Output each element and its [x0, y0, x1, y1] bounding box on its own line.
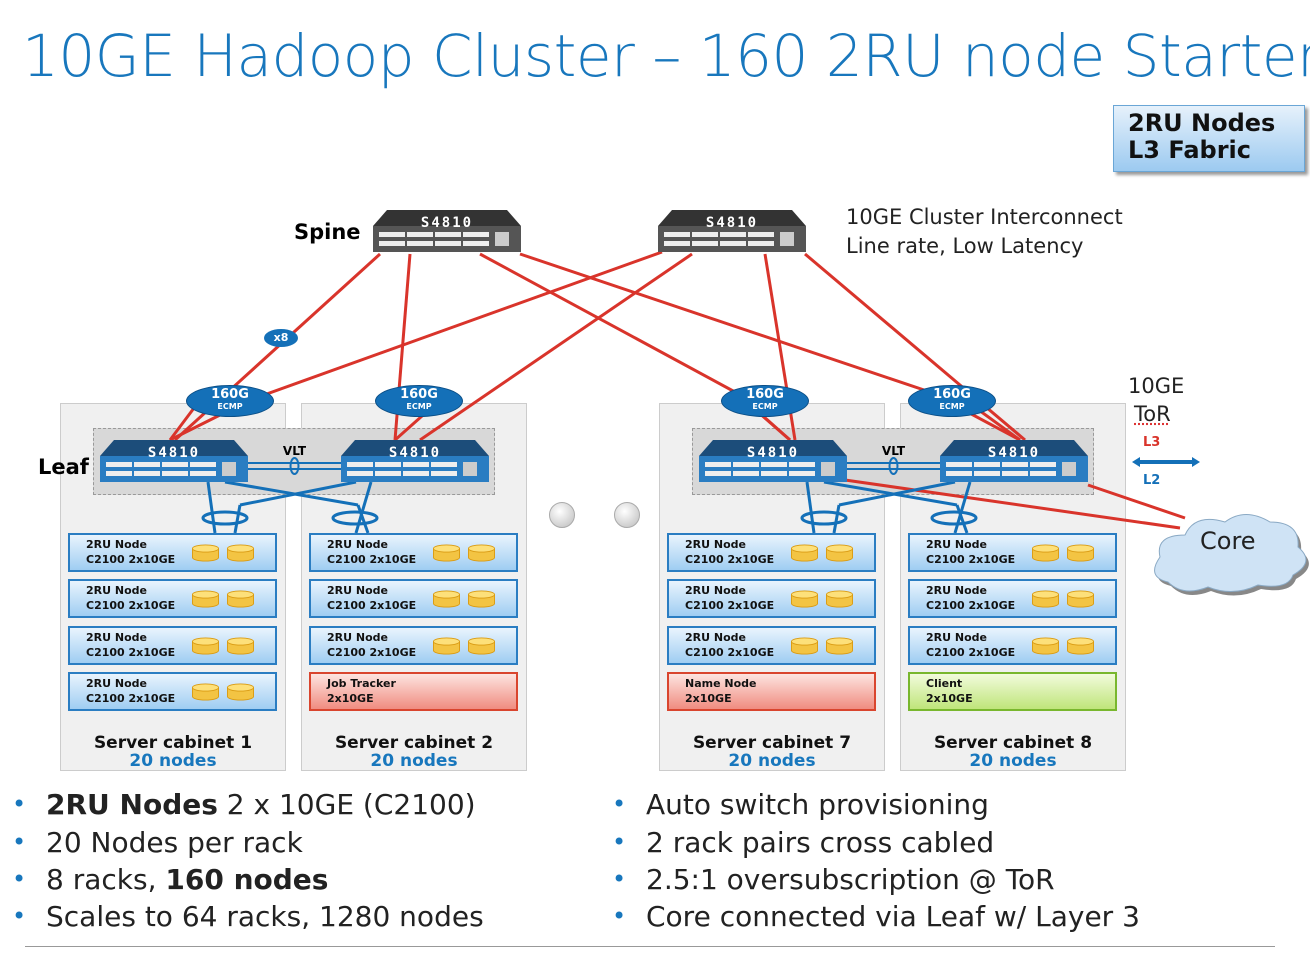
tor-line2: ToR [1134, 402, 1171, 426]
ecmp-label: ECMP [722, 402, 808, 411]
leaf-switch[interactable]: S4810 [940, 440, 1088, 482]
bullet-dot: • [12, 790, 26, 818]
bullet-item: •20 Nodes per rack [46, 826, 303, 859]
switch-model: S4810 [373, 215, 521, 231]
ecmp-bandwidth: 160G [909, 386, 995, 402]
ecmp-bandwidth: 160G [722, 386, 808, 402]
downlink-cable [208, 482, 215, 533]
vlt-ring [291, 458, 299, 474]
leaf-switch[interactable]: S4810 [699, 440, 847, 482]
l2-label: L2 [1143, 473, 1160, 488]
l3-label: L3 [1143, 435, 1160, 450]
uplink-cable [845, 480, 1180, 528]
ecmp-bandwidth: 160G [187, 386, 273, 402]
switch-model: S4810 [940, 445, 1088, 461]
ecmp-label: ECMP [909, 402, 995, 411]
switch-model: S4810 [100, 445, 248, 461]
spine-switch[interactable]: S4810 [658, 210, 806, 252]
bullet-item: •8 racks, 160 nodes [46, 863, 328, 896]
bullet-item: •Scales to 64 racks, 1280 nodes [46, 900, 484, 933]
bullet-bold: 2RU Nodes [46, 788, 218, 821]
bullet-item: •2 rack pairs cross cabled [646, 826, 994, 859]
uplink-cable [1088, 485, 1185, 518]
switch-model: S4810 [658, 215, 806, 231]
link-multiplier-badge: x8 [264, 329, 298, 347]
bullet-text: 20 Nodes per rack [46, 826, 303, 859]
lag-ring [203, 512, 247, 524]
bullet-item: •2RU Nodes 2 x 10GE (C2100) [46, 788, 476, 821]
vlt-label: VLT [882, 444, 906, 458]
bullet-text: 2.5:1 oversubscription @ ToR [646, 863, 1055, 896]
switch-model: S4810 [341, 445, 489, 461]
ecmp-badge: 160GECMP [908, 385, 996, 417]
bullet-dot: • [612, 828, 626, 856]
interconnect-note-2: Line rate, Low Latency [846, 234, 1083, 258]
footer-divider [25, 946, 1275, 947]
spine-label: Spine [294, 220, 361, 244]
downlink-cable [807, 482, 814, 533]
bullet-dot: • [612, 865, 626, 893]
downlink-cable [834, 505, 839, 533]
downlink-cable [235, 505, 240, 533]
ellipsis-dot [614, 502, 640, 528]
uplink-cable [250, 252, 662, 400]
interconnect-note-1: 10GE Cluster Interconnect [846, 205, 1123, 229]
lag-ring [932, 512, 976, 524]
ecmp-bandwidth: 160G [376, 386, 462, 402]
tor-line1: 10GE [1128, 374, 1184, 398]
lag-ring [802, 512, 846, 524]
leaf-switch[interactable]: S4810 [341, 440, 489, 482]
leaf-label: Leaf [38, 455, 89, 479]
bullet-item: •2.5:1 oversubscription @ ToR [646, 863, 1055, 896]
core-label: Core [1200, 527, 1256, 555]
bullet-text: Core connected via Leaf w/ Layer 3 [646, 900, 1140, 933]
bullet-item: •Auto switch provisioning [646, 788, 989, 821]
bullet-dot: • [12, 902, 26, 930]
spine-switch[interactable]: S4810 [373, 210, 521, 252]
lag-ring [333, 512, 377, 524]
bullet-text: 2 rack pairs cross cabled [646, 826, 994, 859]
leaf-switch[interactable]: S4810 [100, 440, 248, 482]
ecmp-label: ECMP [187, 402, 273, 411]
vlt-ring [890, 458, 898, 474]
ecmp-badge: 160GECMP [375, 385, 463, 417]
bullet-item: •Core connected via Leaf w/ Layer 3 [646, 900, 1140, 933]
bullet-dot: • [12, 865, 26, 893]
bullet-dot: • [612, 790, 626, 818]
bullet-dot: • [612, 902, 626, 930]
ecmp-badge: 160GECMP [721, 385, 809, 417]
ecmp-badge: 160GECMP [186, 385, 274, 417]
uplink-cable [520, 254, 930, 392]
bullet-bold: 160 nodes [165, 863, 328, 896]
vlt-label: VLT [283, 444, 307, 458]
ellipsis-dot [549, 502, 575, 528]
bullet-text: Scales to 64 racks, 1280 nodes [46, 900, 484, 933]
bullet-dot: • [12, 828, 26, 856]
uplink-cable [805, 254, 1025, 440]
bullet-text: 2 x 10GE (C2100) [218, 788, 476, 821]
bullet-text: 8 racks, [46, 863, 165, 896]
switch-model: S4810 [699, 445, 847, 461]
ecmp-label: ECMP [376, 402, 462, 411]
bullet-text: Auto switch provisioning [646, 788, 989, 821]
